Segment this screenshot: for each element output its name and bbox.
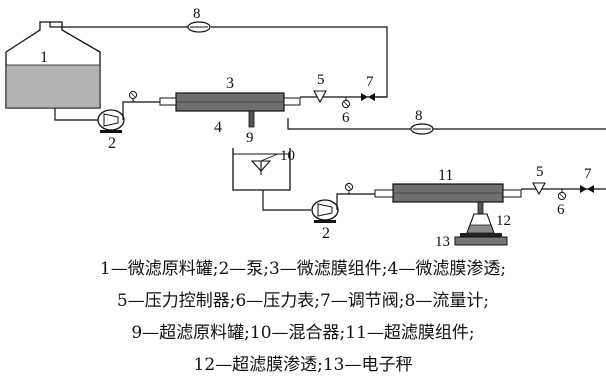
label-6-first: 6 <box>342 110 350 126</box>
gauge-retentate-mf <box>341 97 351 109</box>
pump-2 <box>311 199 339 223</box>
label-12: 12 <box>496 213 511 229</box>
uf-permeate-outlet <box>477 201 484 215</box>
mf-membrane-module <box>159 92 301 112</box>
gauge-feed-uf <box>344 182 354 194</box>
mf-permeate-outlet <box>248 110 255 128</box>
label-3: 3 <box>226 75 234 92</box>
process-flow-diagram: 1 8 2 3 4 5 6 <box>5 6 606 250</box>
label-7-first: 7 <box>366 74 374 90</box>
mf-feed-tank <box>5 21 101 109</box>
label-7-second: 7 <box>584 166 592 182</box>
flowmeter-top <box>187 21 211 33</box>
label-6-second: 6 <box>557 202 565 218</box>
label-5-second: 5 <box>536 164 544 180</box>
caption-line-4: 12—超滤膜渗透;13—电子秤 <box>193 355 413 375</box>
label-8-second: 8 <box>415 108 423 124</box>
uf-tank-outlet-line <box>262 190 311 211</box>
label-10: 10 <box>280 148 295 164</box>
pump-1 <box>97 109 125 133</box>
caption-line-3: 9—超滤原料罐;10—混合器;11—超滤膜组件; <box>131 323 475 343</box>
label-2-second: 2 <box>322 225 330 242</box>
mf-tank-liquid <box>5 64 101 109</box>
pump2-discharge-line <box>336 193 393 210</box>
pressure-controller-mf <box>313 90 327 104</box>
uf-membrane-module <box>374 183 522 203</box>
uf-permeate-beaker <box>466 213 495 234</box>
uf-tank-permeate-line <box>287 118 606 130</box>
pressure-controller-uf <box>532 182 546 196</box>
label-8-top: 8 <box>193 6 201 22</box>
label-4: 4 <box>214 119 222 136</box>
tank-outlet-line <box>54 108 98 121</box>
flowmeter-uf-permeate <box>410 123 434 135</box>
label-13: 13 <box>435 234 450 250</box>
pump1-discharge-line <box>122 101 176 120</box>
gauge-retentate-uf <box>557 189 567 201</box>
label-9: 9 <box>246 130 254 146</box>
label-2-first: 2 <box>108 135 116 152</box>
valve-mf <box>361 93 375 101</box>
label-5-first: 5 <box>317 72 325 88</box>
gauge-feed-mf <box>128 90 138 102</box>
mixer <box>250 153 279 175</box>
caption-line-2: 5—压力控制器;6—压力表;7—调节阀;8—流量计; <box>116 291 490 311</box>
label-1: 1 <box>40 49 48 66</box>
caption-line-1: 1—微滤原料罐;2—泵;3—微滤膜组件;4—微滤膜渗透; <box>99 259 507 279</box>
label-11: 11 <box>438 167 453 184</box>
electronic-balance <box>454 233 508 246</box>
valve-uf <box>580 185 594 193</box>
